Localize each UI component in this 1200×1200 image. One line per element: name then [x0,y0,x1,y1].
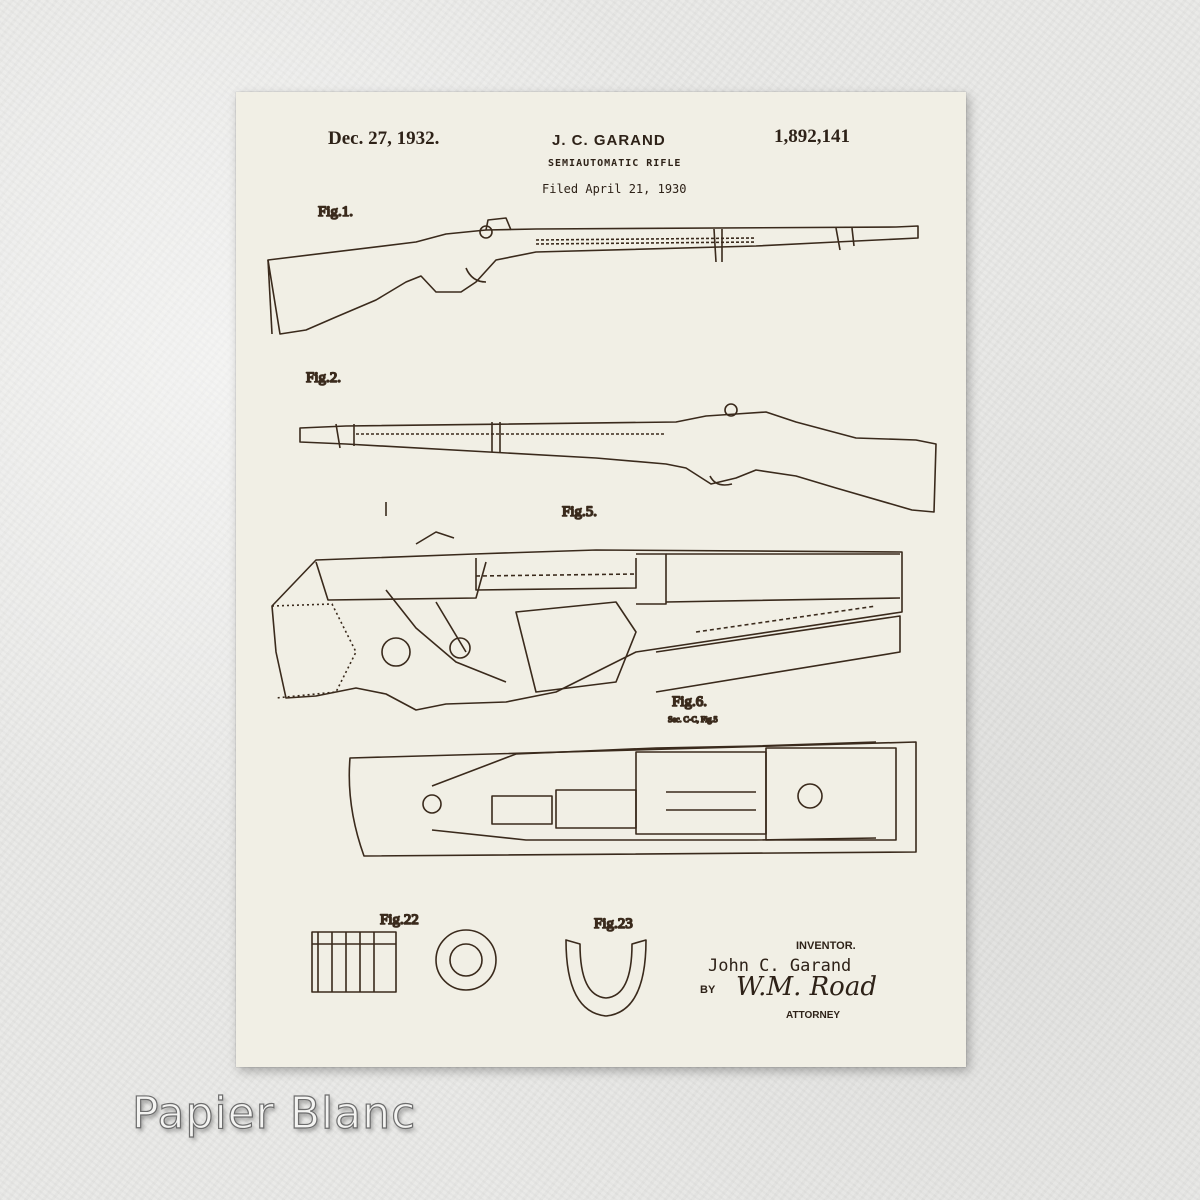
fig6-label: Fig.6. [672,694,707,710]
paper-type-caption: Papier Blanc [131,1087,417,1139]
fig22-plug-drawing [311,929,497,993]
fig6-section-drawing [348,741,917,857]
inventor-name: John C. Garand [708,956,852,976]
patent-drawings: Fig.1. Fig.2. [267,203,937,1017]
fig23-label: Fig.23 [594,916,633,932]
patent-number: 1,892,141 [774,126,850,147]
patent-title: SEMIAUTOMATIC RIFLE [548,158,682,169]
fig23-clip-drawing [565,939,647,1017]
by-label: BY [700,984,716,996]
fig5-receiver-section-drawing [271,502,903,711]
inventor-label: INVENTOR. [796,940,856,952]
fig6-sublabel: Sec. C-C, Fig.5 [668,715,718,724]
fig2-label: Fig.2. [306,370,341,386]
patent-filed-date: Filed April 21, 1930 [542,182,687,196]
fig1-rifle-drawing [267,217,919,335]
fig22-label: Fig.22 [380,912,419,928]
fig5-label: Fig.5. [562,504,597,520]
attorney-label: ATTORNEY [786,1010,841,1021]
attorney-signature: W.M. Road [736,972,877,1002]
fig1-label: Fig.1. [318,204,353,220]
patent-print: Dec. 27, 1932. J. C. GARAND 1,892,141 SE… [236,92,966,1067]
patent-date: Dec. 27, 1932. [328,128,440,149]
patent-inventor-header: J. C. GARAND [552,132,666,149]
fig2-rifle-drawing [299,403,937,513]
